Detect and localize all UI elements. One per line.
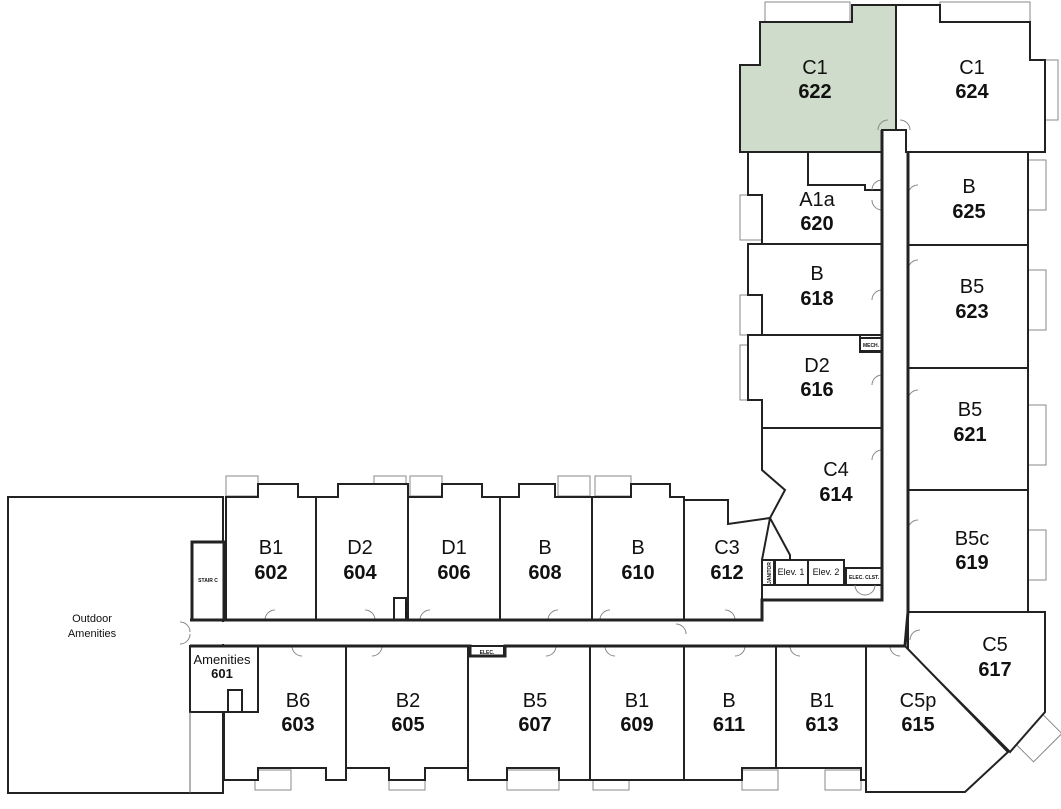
unit-610-type: B [631,537,644,559]
unit-610[interactable]: B 610 [591,483,685,621]
elevator-1-label: Elev. 1 [778,567,805,577]
unit-625-type: B [962,176,975,198]
outdoor-amenities-area [7,496,224,794]
unit-606[interactable]: D1 606 [407,483,501,621]
unit-616-type: D2 [804,355,830,377]
janitor-label: JANITOR [767,562,773,584]
stair-c-label: STAIR C [198,578,218,584]
unit-624-type: C1 [959,57,985,79]
unit-623-number: 623 [955,301,988,323]
unit-623[interactable]: B5 623 [907,244,1029,369]
unit-618-number: 618 [800,288,833,310]
unit-620-type: A1a [799,189,835,211]
unit-612[interactable]: C3 612 [683,499,772,621]
elec-closet-label: ELEC. CLST. [849,575,880,581]
outdoor-amenities-label-line2: Amenities [68,628,117,640]
elevator-1 [774,559,809,586]
unit-614-type: C4 [823,459,849,481]
unit-618[interactable]: B 618 [747,243,883,336]
unit-606-number: 606 [437,562,470,584]
unit-609-type: B1 [625,690,649,712]
unit-621-type: B5 [958,399,982,421]
unit-610-number: 610 [621,562,654,584]
unit-625[interactable]: B 625 [907,151,1029,246]
unit-624-number: 624 [955,81,989,103]
amenities-601-label: Amenities [193,652,251,667]
unit-614-number: 614 [819,484,853,506]
unit-612-type: C3 [714,537,740,559]
unit-615-number: 615 [901,714,934,736]
unit-617-number: 617 [978,659,1011,681]
unit-613-type: B1 [810,690,834,712]
amenities-601[interactable]: Amenities 601 [189,645,259,713]
unit-616-number: 616 [800,379,833,401]
unit-602-type: B1 [259,537,283,559]
balconies [225,1,1061,791]
unit-604-type: D2 [347,537,373,559]
unit-603-number: 603 [281,714,314,736]
unit-624[interactable]: C1 624 [895,4,1046,153]
unit-619-number: 619 [955,552,988,574]
unit-602[interactable]: B1 602 [225,483,317,621]
elevator-2-label: Elev. 2 [813,567,840,577]
unit-602-number: 602 [254,562,287,584]
unit-608-number: 608 [528,562,561,584]
unit-608-type: B [538,537,551,559]
unit-619-type: B5c [955,528,989,550]
corridor-vertical [882,128,906,643]
unit-605-number: 605 [391,714,424,736]
unit-604-number: 604 [343,562,377,584]
unit-608[interactable]: B 608 [499,483,593,621]
corridor-walls [189,130,910,793]
unit-607[interactable]: B5 607 [467,645,591,781]
unit-621[interactable]: B5 621 [907,367,1029,491]
amenities-601-number: 601 [211,666,233,681]
unit-603-type: B6 [286,690,310,712]
unit-607-number: 607 [518,714,551,736]
mech-closet-label: MECH. [863,343,880,349]
outdoor-amenities-label-line1: Outdoor [72,613,112,625]
unit-622[interactable]: C1 622 [739,4,897,153]
unit-609[interactable]: B1 609 [589,645,685,781]
unit-609-number: 609 [620,714,653,736]
unit-607-type: B5 [523,690,547,712]
unit-604[interactable]: D2 604 [315,483,409,621]
unit-623-type: B5 [960,276,984,298]
corridor-horizontal [190,622,905,644]
unit-611-type: B [722,690,735,712]
unit-613-number: 613 [805,714,838,736]
unit-605-type: B2 [396,690,420,712]
unit-620[interactable]: A1a 620 [747,151,883,245]
stair-c [190,540,226,622]
elec-room-label: ELEC. [480,650,495,656]
unit-619[interactable]: B5c 619 [907,489,1029,613]
unit-617-type: C5 [982,634,1008,656]
unit-613[interactable]: B1 613 [775,645,867,781]
unit-611-number: 611 [713,714,745,736]
unit-605[interactable]: B2 605 [345,645,469,781]
unit-612-number: 612 [710,562,743,584]
unit-622-type: C1 [802,57,828,79]
unit-615-type: C5p [900,690,937,712]
unit-621-number: 621 [953,424,986,446]
unit-622-number: 622 [798,81,831,103]
unit-618-type: B [810,263,823,285]
unit-606-type: D1 [441,537,467,559]
unit-620-number: 620 [800,213,833,235]
unit-611[interactable]: B 611 [683,645,777,781]
unit-625-number: 625 [952,201,985,223]
elevator-2 [807,559,845,586]
